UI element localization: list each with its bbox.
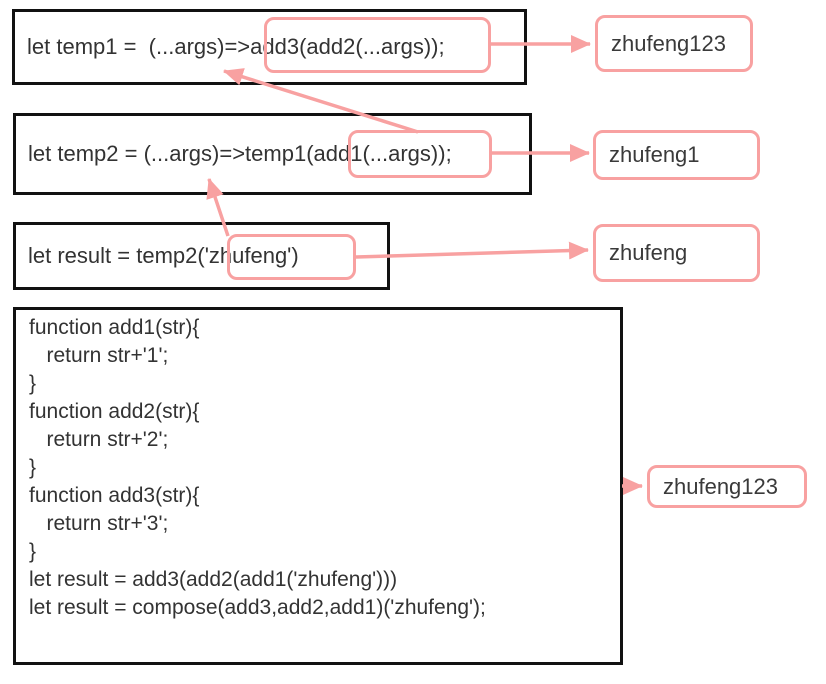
code-text-result: let result = temp2('zhufeng') <box>28 243 299 268</box>
arrow-result-to-result3 <box>355 241 589 260</box>
code-text-temp2: let temp2 = (...args)=>temp1(add1(...arg… <box>28 141 452 166</box>
code-box-functions: function add1(str){ return str+'1'; } fu… <box>13 307 623 665</box>
highlight-add3-call <box>264 17 491 73</box>
highlight-zhufeng-arg <box>227 234 356 280</box>
result-box-zhufeng: zhufeng <box>593 224 760 282</box>
code-text-functions: function add1(str){ return str+'1'; } fu… <box>29 316 486 619</box>
result-box-zhufeng1: zhufeng1 <box>593 130 760 180</box>
result-box-zhufeng123-bottom: zhufeng123 <box>647 465 807 508</box>
result-label: zhufeng <box>609 240 688 265</box>
result-label: zhufeng123 <box>663 473 778 499</box>
code-text-temp1: let temp1 = (...args)=>add3(add2(...args… <box>27 34 445 59</box>
highlight-add1-call <box>348 130 492 178</box>
result-label: zhufeng123 <box>611 30 726 56</box>
result-box-zhufeng123-top: zhufeng123 <box>595 15 753 72</box>
result-label: zhufeng1 <box>609 142 700 167</box>
